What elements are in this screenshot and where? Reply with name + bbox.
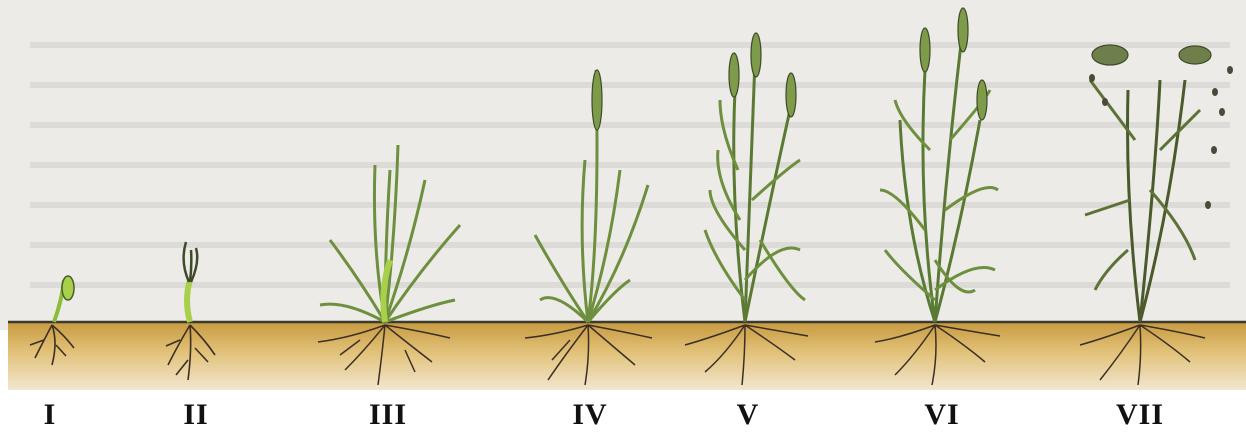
- spike-stage-5c: [786, 73, 796, 117]
- spike-stage-5b: [751, 33, 761, 77]
- stage-label-4: IV: [572, 398, 607, 432]
- stage-label-6: VI: [924, 398, 959, 432]
- spike-stage-6b: [958, 8, 968, 52]
- spike-stage-7b: [1179, 46, 1211, 64]
- stage-label-3: III: [369, 398, 407, 432]
- spike-stage-6c: [977, 80, 987, 120]
- shoot-stage-2: [187, 280, 190, 322]
- spike-stage-5a: [729, 53, 739, 97]
- spike-stage-4: [592, 70, 602, 130]
- stage-label-5: V: [737, 398, 760, 432]
- stage-label-1: I: [44, 398, 57, 432]
- stage-label-2: II: [183, 398, 208, 432]
- stage-label-7: VII: [1116, 398, 1164, 432]
- seed-stage-1: [62, 276, 74, 300]
- spike-stage-7a: [1092, 45, 1128, 65]
- spike-stage-6a: [920, 28, 930, 72]
